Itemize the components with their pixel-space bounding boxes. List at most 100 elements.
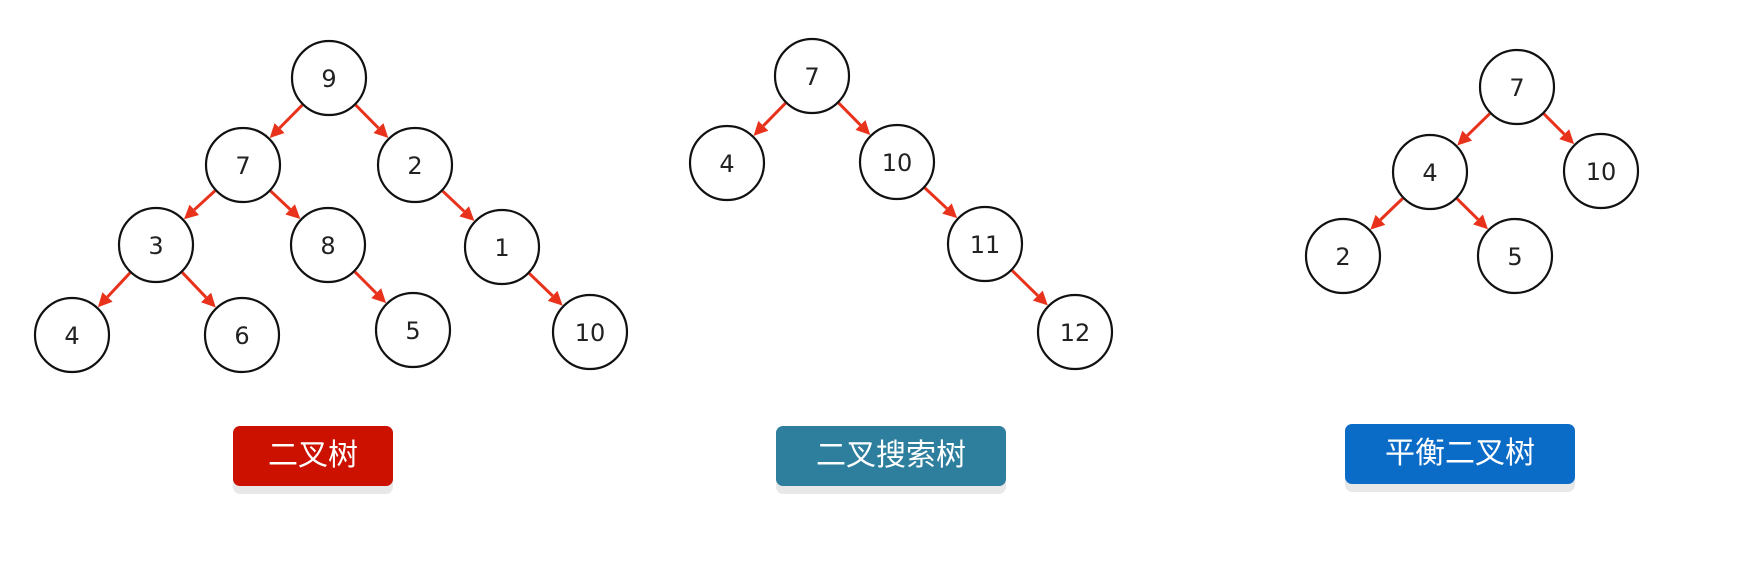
arrow-head bbox=[373, 123, 389, 138]
edge-arrow bbox=[97, 271, 132, 308]
edge-arrow bbox=[353, 270, 387, 304]
node-value: 8 bbox=[320, 232, 335, 260]
tree-node: 3 bbox=[117, 206, 195, 284]
node-circle bbox=[376, 126, 454, 204]
node-value: 2 bbox=[407, 152, 422, 180]
tree-node: 12 bbox=[1036, 293, 1114, 371]
tree-node: 9 bbox=[290, 39, 368, 117]
tree-node: 7 bbox=[1478, 48, 1556, 126]
tree-node: 2 bbox=[376, 126, 454, 204]
node-circle bbox=[33, 296, 111, 374]
edge-line bbox=[106, 271, 132, 299]
arrow-head bbox=[97, 292, 113, 308]
tree-node: 1 bbox=[463, 208, 541, 286]
node-circle bbox=[1476, 217, 1554, 295]
node-value: 10 bbox=[882, 149, 913, 177]
tree-node: 11 bbox=[946, 205, 1024, 283]
tree-node: 4 bbox=[33, 296, 111, 374]
node-circle bbox=[289, 206, 367, 284]
edge-line bbox=[528, 272, 554, 297]
arrow-head bbox=[1032, 290, 1048, 306]
edge-line bbox=[923, 186, 948, 210]
tree-node: 10 bbox=[1562, 132, 1640, 210]
edge-line bbox=[354, 103, 380, 130]
edge-arrow bbox=[1011, 269, 1048, 306]
node-value: 7 bbox=[235, 152, 250, 180]
arrow-head bbox=[459, 206, 475, 221]
edge-line bbox=[353, 270, 378, 295]
arrow-head bbox=[285, 204, 301, 219]
edge-arrow bbox=[269, 189, 301, 219]
node-value: 1 bbox=[494, 234, 509, 262]
tree-node: 5 bbox=[1476, 217, 1554, 295]
edge-arrow bbox=[1370, 197, 1404, 230]
node-value: 7 bbox=[1509, 74, 1524, 102]
node-value: 6 bbox=[234, 322, 249, 350]
edge-line bbox=[181, 271, 208, 299]
node-value: 10 bbox=[1586, 158, 1617, 186]
node-circle bbox=[1304, 217, 1382, 295]
node-circle bbox=[463, 208, 541, 286]
edge-arrow bbox=[528, 272, 563, 306]
node-value: 5 bbox=[1507, 243, 1522, 271]
tree-node: 4 bbox=[688, 124, 766, 202]
node-circle bbox=[374, 291, 452, 369]
arrow-head bbox=[269, 123, 285, 138]
edge-arrow bbox=[753, 102, 787, 136]
node-circle bbox=[1036, 293, 1114, 371]
edge-arrow bbox=[441, 189, 475, 221]
edge-arrow bbox=[837, 101, 871, 135]
node-value: 7 bbox=[804, 63, 819, 91]
tree-node: 6 bbox=[203, 296, 281, 374]
node-value: 12 bbox=[1060, 319, 1091, 347]
edge-line bbox=[1455, 197, 1480, 221]
node-value: 4 bbox=[64, 322, 79, 350]
arrow-head bbox=[1559, 129, 1575, 145]
edge-arrow bbox=[1455, 197, 1488, 230]
node-value: 9 bbox=[321, 65, 336, 93]
node-circle bbox=[117, 206, 195, 284]
edge-line bbox=[1542, 112, 1566, 136]
arrow-head bbox=[855, 120, 871, 135]
tree-node: 7 bbox=[773, 37, 851, 115]
node-circle bbox=[1391, 133, 1469, 211]
arrow-head bbox=[942, 203, 958, 219]
balanced-binary-tree-label: 平衡二叉树 bbox=[1345, 424, 1575, 484]
tree-node: 8 bbox=[289, 206, 367, 284]
node-circle bbox=[688, 124, 766, 202]
node-circle bbox=[773, 37, 851, 115]
tree-node: 2 bbox=[1304, 217, 1382, 295]
tree-node: 7 bbox=[204, 126, 282, 204]
node-value: 2 bbox=[1335, 243, 1350, 271]
arrow-head bbox=[371, 288, 387, 304]
tree-node: 10 bbox=[858, 123, 936, 201]
node-circle bbox=[551, 293, 629, 371]
edge-arrow bbox=[1542, 112, 1575, 145]
edge-line bbox=[1379, 197, 1404, 221]
arrow-head bbox=[1473, 214, 1488, 230]
edge-line bbox=[278, 103, 304, 130]
nodes-layer: 9 7 2 3 8 1 4 6 5 10 7 4 10 11 12 7 4 10 2 5 bbox=[33, 37, 1640, 374]
node-value: 5 bbox=[405, 317, 420, 345]
node-circle bbox=[203, 296, 281, 374]
node-circle bbox=[858, 123, 936, 201]
node-circle bbox=[946, 205, 1024, 283]
tree-node: 10 bbox=[551, 293, 629, 371]
edge-line bbox=[193, 189, 217, 211]
edge-arrow bbox=[923, 186, 958, 219]
edge-line bbox=[441, 189, 466, 213]
arrow-head bbox=[753, 120, 769, 136]
node-value: 3 bbox=[148, 232, 163, 260]
node-circle bbox=[1562, 132, 1640, 210]
edge-line bbox=[1011, 269, 1039, 297]
tree-node: 4 bbox=[1391, 133, 1469, 211]
arrow-head bbox=[1457, 130, 1473, 146]
edge-arrow bbox=[1457, 112, 1491, 146]
edge-arrow bbox=[183, 189, 217, 220]
arrow-head bbox=[183, 204, 200, 220]
node-circle bbox=[290, 39, 368, 117]
binary-tree-label: 二叉树 bbox=[233, 426, 393, 486]
binary-search-tree-label: 二叉搜索树 bbox=[776, 426, 1006, 486]
